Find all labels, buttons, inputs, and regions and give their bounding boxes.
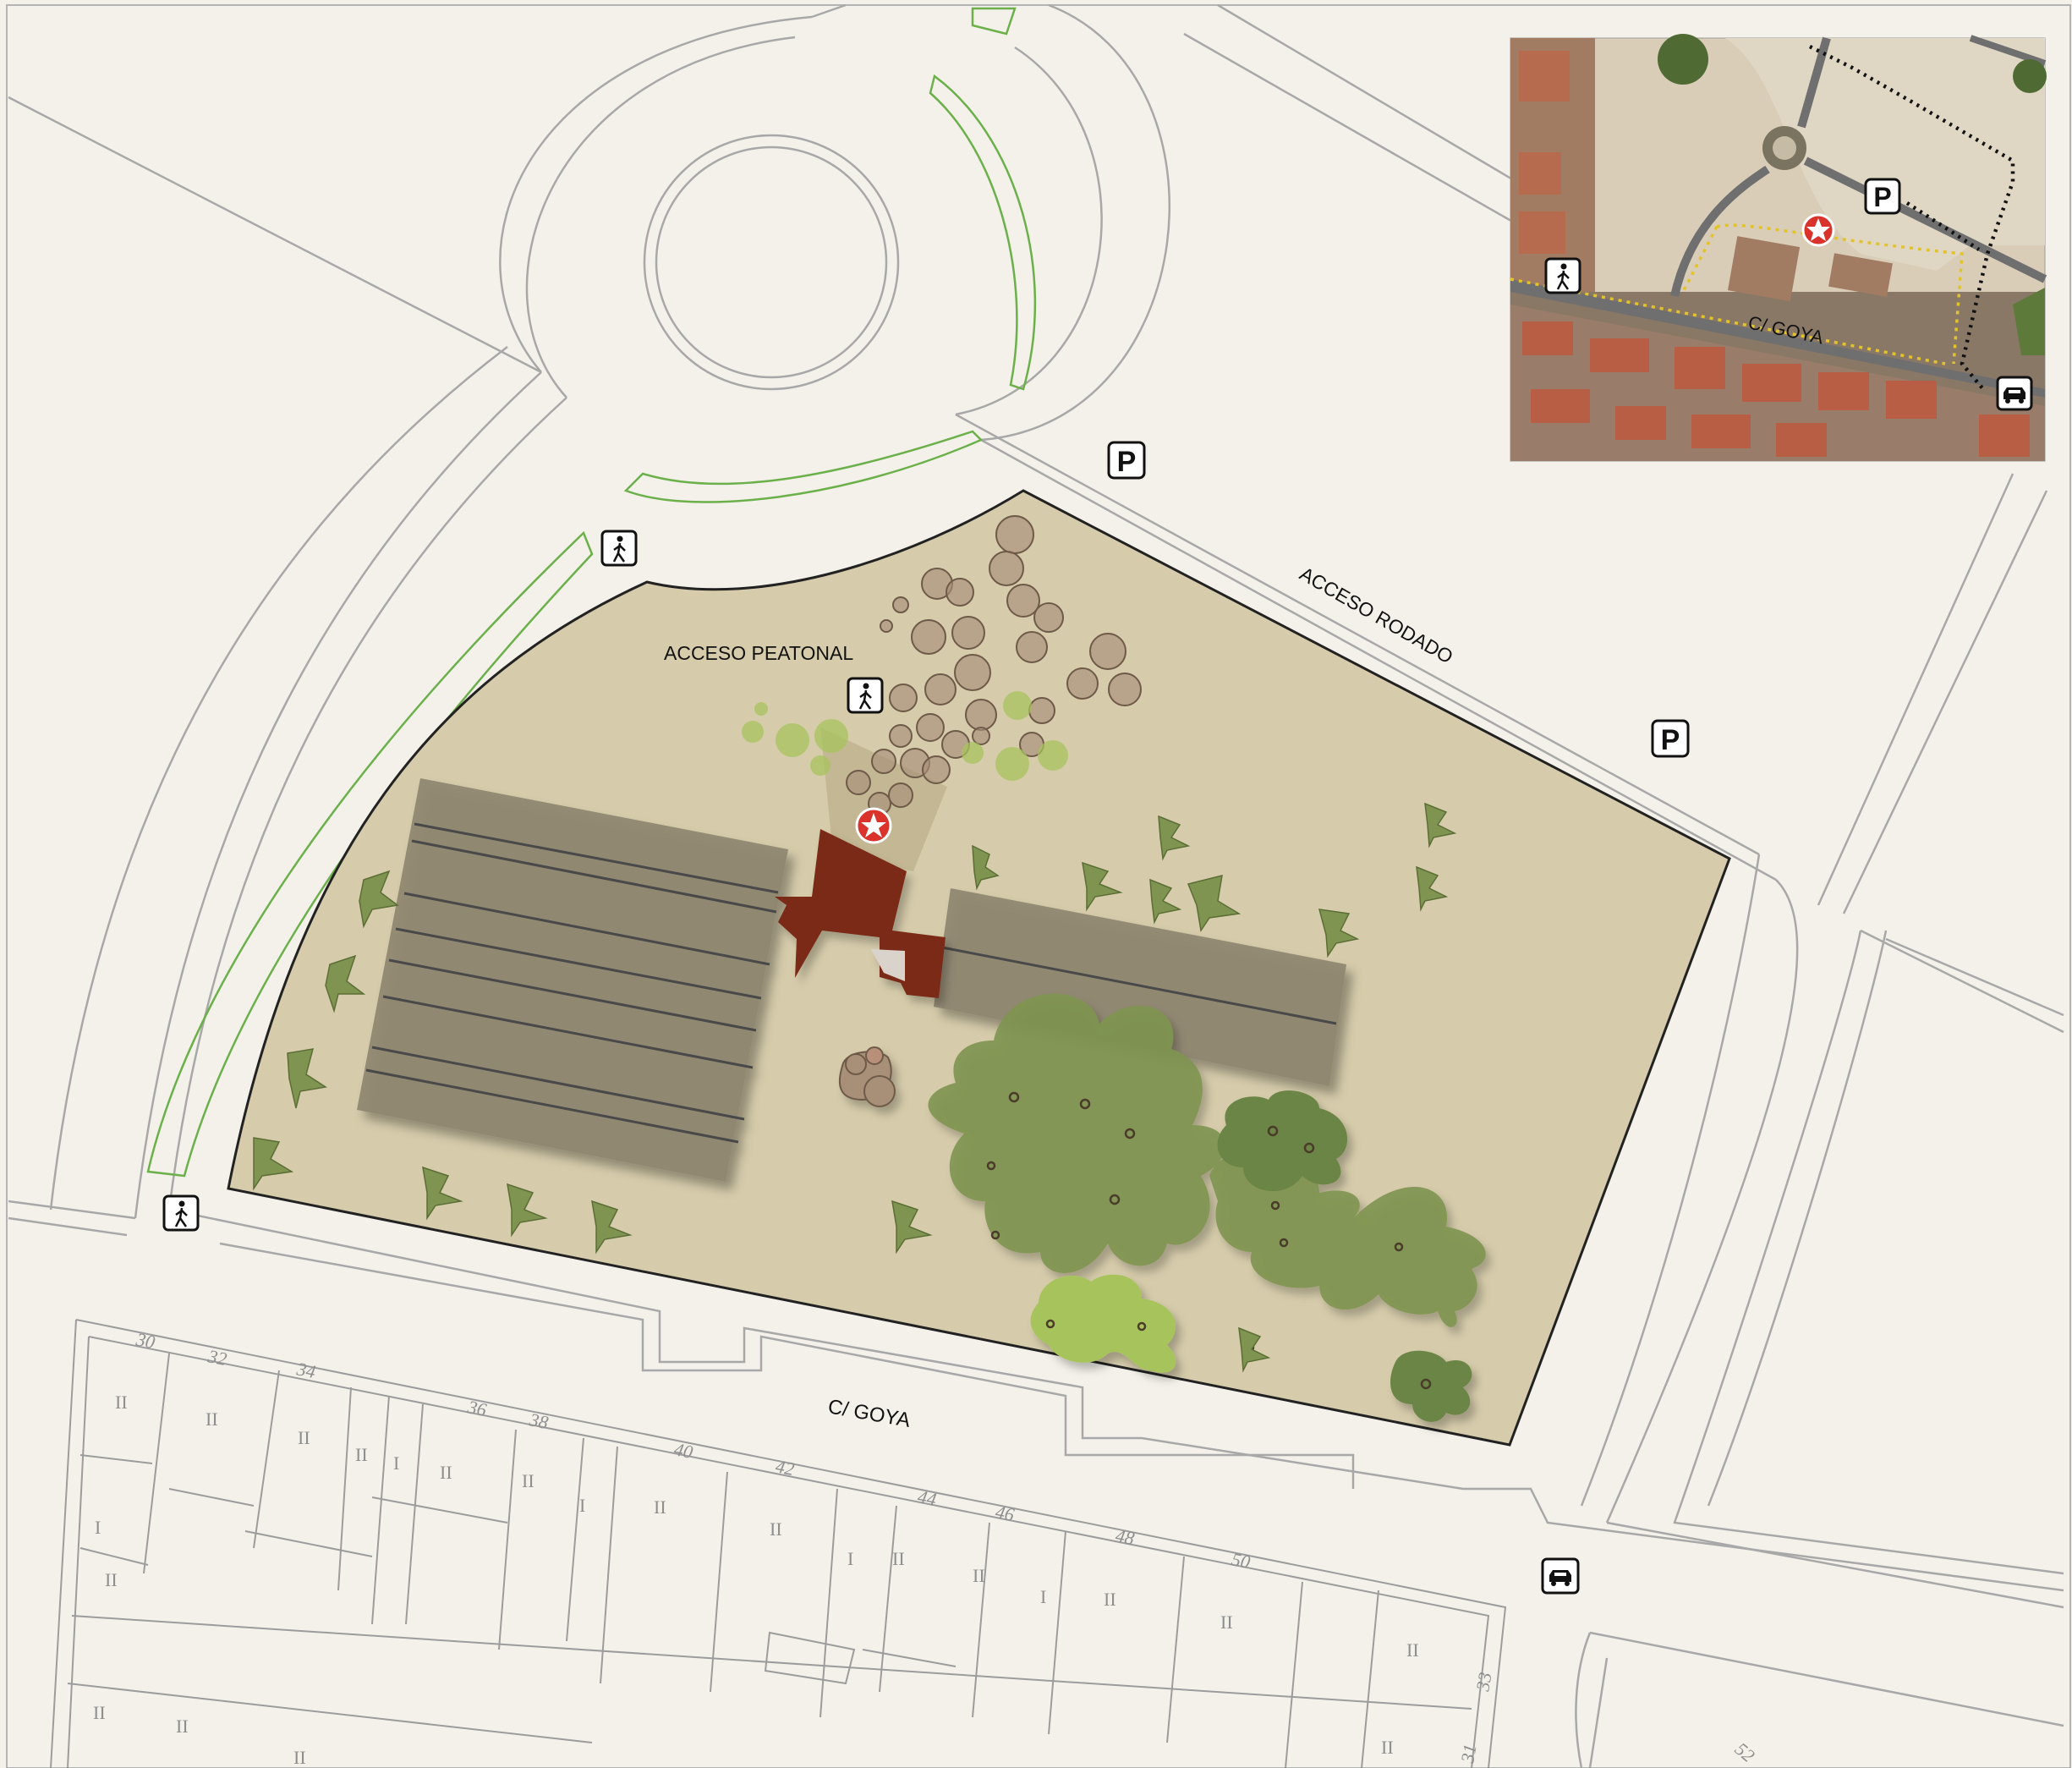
parking-icon: P (1651, 719, 1690, 758)
svg-text:P: P (1661, 724, 1680, 756)
pedestrian-icon (162, 1194, 200, 1232)
svg-text:I: I (393, 1452, 399, 1474)
svg-text:I: I (579, 1495, 585, 1516)
site-location-star-icon (855, 807, 892, 844)
svg-text:II: II (522, 1470, 534, 1491)
svg-text:I: I (1040, 1586, 1046, 1607)
pedestrian-icon (847, 677, 884, 714)
svg-text:II: II (1104, 1589, 1116, 1610)
svg-text:II: II (206, 1408, 218, 1430)
svg-text:II: II (654, 1496, 666, 1518)
svg-text:II: II (293, 1747, 306, 1768)
central-building (775, 829, 946, 998)
inset-parking-icon: P (1864, 178, 1901, 215)
svg-text:33: 33 (1472, 1671, 1496, 1694)
svg-text:44: 44 (916, 1485, 938, 1510)
svg-text:II: II (93, 1702, 106, 1723)
building-left (357, 778, 788, 1182)
inset-pedestrian-icon (1544, 257, 1581, 294)
light-green-trees (742, 691, 1068, 781)
inset-star-icon (1801, 213, 1835, 247)
svg-text:46: 46 (994, 1501, 1016, 1525)
svg-text:34: 34 (294, 1358, 317, 1382)
svg-text:42: 42 (774, 1455, 796, 1480)
svg-text:II: II (440, 1462, 452, 1483)
svg-text:50: 50 (1230, 1548, 1252, 1573)
svg-text:30: 30 (134, 1328, 156, 1353)
brown-tree-cluster (846, 515, 1142, 815)
svg-text:II: II (105, 1569, 118, 1590)
svg-text:II: II (355, 1444, 368, 1465)
svg-text:36: 36 (465, 1396, 488, 1420)
residential-lots (50, 1319, 1507, 1768)
green-tree-canopy (838, 993, 1486, 1422)
inset-car-icon (1996, 376, 2033, 411)
car-icon (1541, 1557, 1580, 1595)
svg-text:II: II (115, 1392, 128, 1413)
inset-aerial-map: C/ GOYA P (1510, 34, 2047, 462)
parking-icon: P (1107, 441, 1146, 480)
svg-text:II: II (892, 1548, 905, 1569)
svg-text:48: 48 (1114, 1524, 1136, 1549)
building-right (934, 888, 1346, 1086)
svg-text:II: II (973, 1565, 985, 1586)
svg-text:II: II (1220, 1612, 1233, 1633)
svg-text:P: P (1117, 446, 1137, 478)
svg-text:P: P (1873, 182, 1891, 212)
svg-text:II: II (298, 1427, 310, 1448)
svg-text:II: II (1381, 1737, 1394, 1758)
svg-text:31: 31 (1456, 1743, 1481, 1765)
svg-text:I: I (847, 1548, 853, 1569)
svg-text:II: II (770, 1518, 782, 1540)
pedestrian-access-label: ACCESO PEATONAL (664, 642, 853, 664)
pedestrian-icon (600, 530, 638, 567)
svg-text:38: 38 (527, 1408, 550, 1433)
shrubs (253, 802, 1457, 1373)
svg-text:I: I (95, 1517, 101, 1538)
house-numbers: 30 32 34 36 38 40 42 44 46 48 50 33 31 5… (134, 1328, 1759, 1766)
svg-text:40: 40 (672, 1438, 694, 1463)
svg-text:II: II (1406, 1639, 1419, 1661)
svg-text:32: 32 (206, 1345, 228, 1370)
svg-text:II: II (176, 1716, 189, 1737)
floor-marks: II II II II I II II I II II I II II I II… (93, 1392, 1419, 1768)
tree-trunk-markers (986, 1091, 1432, 1390)
